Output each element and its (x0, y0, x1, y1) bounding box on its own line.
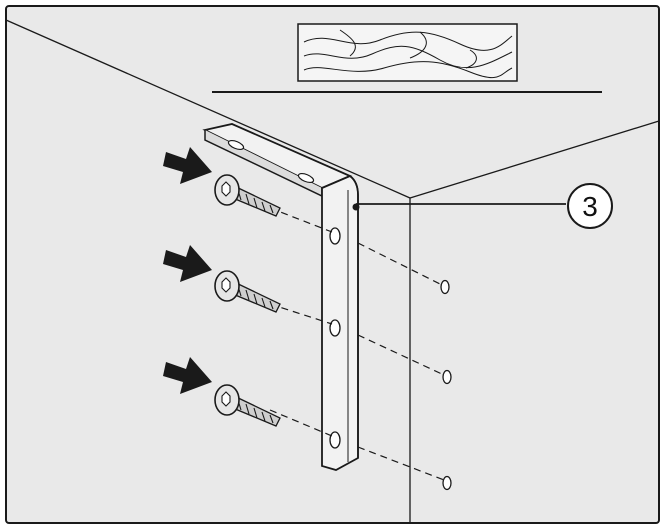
callout-circle (567, 183, 613, 229)
callout-3: 3 (352, 183, 613, 229)
callout-label: 3 (582, 191, 598, 222)
screw-icon (214, 174, 281, 427)
left-ceiling-edge (5, 19, 411, 199)
arrow-right-icon (163, 147, 212, 394)
drill-hole-icon (440, 279, 452, 491)
alignment-lines (269, 207, 445, 481)
right-ceiling-edge (409, 120, 660, 199)
bracket-icon (202, 123, 359, 471)
wood-grain-icon (297, 23, 518, 82)
